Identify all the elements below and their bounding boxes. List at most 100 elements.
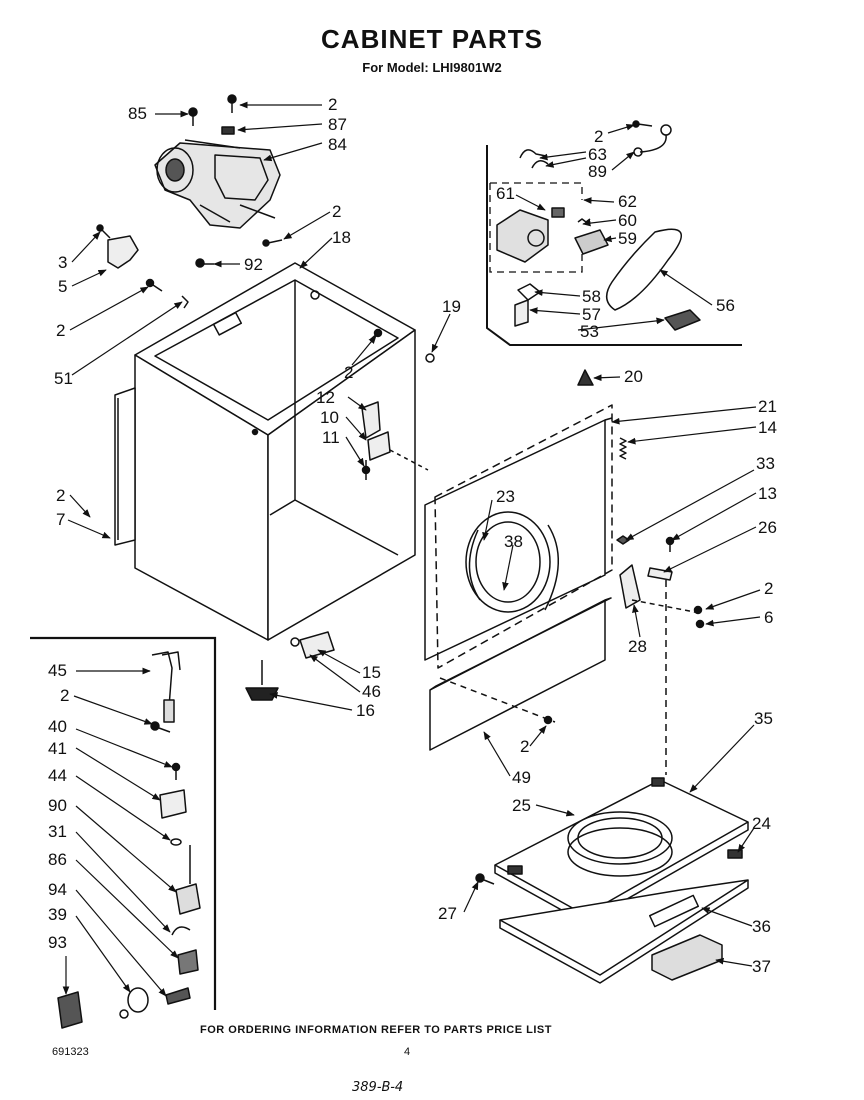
callout-19: 19 — [442, 297, 461, 316]
door-panel-49 — [429, 597, 612, 751]
callout-28: 28 — [628, 637, 647, 656]
callout-62: 62 — [618, 192, 637, 211]
callout-39: 39 — [48, 905, 67, 924]
spring-14 — [619, 437, 627, 460]
callout-35: 35 — [754, 709, 773, 728]
tray-36 — [499, 879, 749, 984]
callout-93: 93 — [48, 933, 67, 952]
terminal-89 — [633, 124, 672, 157]
bolt-92 — [195, 258, 214, 268]
bracket-41 — [159, 789, 187, 819]
callout-2: 2 — [60, 686, 70, 705]
page-number: 4 — [404, 1046, 411, 1058]
callout-10: 10 — [320, 408, 339, 427]
callout-90: 90 — [48, 796, 67, 815]
drawing-parts — [57, 94, 749, 1029]
screw-40 — [171, 762, 181, 780]
callout-16: 16 — [356, 701, 375, 720]
callout-87: 87 — [328, 115, 347, 134]
callout-3: 3 — [58, 253, 68, 272]
screw-2-top — [227, 94, 237, 113]
callout-2: 2 — [328, 95, 338, 114]
callout-2: 2 — [520, 737, 530, 756]
sleeve-59 — [574, 229, 609, 255]
callout-60: 60 — [618, 211, 637, 230]
clip-51 — [181, 295, 189, 309]
callout-49: 49 — [512, 768, 531, 787]
callout-15: 15 — [362, 663, 381, 682]
handle-37 — [651, 934, 723, 981]
callout-86: 86 — [48, 850, 67, 869]
callout-23: 23 — [496, 487, 515, 506]
callout-20: 20 — [624, 367, 643, 386]
callout-27: 27 — [438, 904, 457, 923]
model-subtitle: For Model: LHI9801W2 — [362, 60, 502, 75]
bracket-58-57 — [514, 283, 541, 327]
callout-11: 11 — [322, 428, 340, 447]
callout-5: 5 — [58, 277, 68, 296]
callout-2: 2 — [594, 127, 604, 146]
callout-41: 41 — [48, 739, 67, 758]
page-title: CABINET PARTS — [321, 24, 543, 54]
callout-40: 40 — [48, 717, 67, 736]
spring-60 — [577, 218, 591, 223]
callout-21: 21 — [758, 397, 777, 416]
handwritten-note: 389-B-4 — [352, 1080, 404, 1095]
clips-63 — [519, 149, 549, 169]
washer-44 — [170, 838, 182, 846]
blower-motor-assembly — [154, 139, 281, 229]
callout-59: 59 — [618, 229, 637, 248]
hose-45 — [151, 651, 181, 723]
bracket-5 — [96, 224, 139, 269]
callout-33: 33 — [756, 454, 775, 473]
leveling-leg-16 — [245, 660, 279, 701]
leader-lines — [62, 101, 761, 997]
screw-2-left — [145, 278, 163, 292]
motor-61 — [496, 207, 565, 263]
callout-58: 58 — [582, 287, 601, 306]
base-35 — [494, 777, 749, 924]
screw-85 — [188, 107, 198, 126]
switch-86 — [177, 949, 199, 975]
callout-24: 24 — [752, 814, 771, 833]
screw-2-bracket — [693, 605, 703, 615]
callout-38: 38 — [504, 532, 523, 551]
bracket-cluster — [361, 401, 429, 480]
callout-57: 57 — [582, 305, 601, 324]
callout-44: 44 — [48, 766, 67, 785]
screw-2-inset-left — [150, 721, 171, 733]
callout-6: 6 — [764, 608, 774, 627]
clip-87 — [221, 126, 235, 135]
screw-27 — [475, 873, 495, 885]
inset-box-top-right — [486, 145, 742, 346]
grommet-19 — [425, 353, 435, 363]
callout-2: 2 — [764, 579, 774, 598]
knob-20 — [577, 369, 594, 386]
part-94 — [165, 987, 191, 1005]
callout-36: 36 — [752, 917, 771, 936]
screw-2-motor — [262, 239, 283, 247]
screw-6 — [695, 619, 705, 629]
callout-56: 56 — [716, 296, 735, 315]
callout-94: 94 — [48, 880, 67, 899]
callout-18: 18 — [332, 228, 351, 247]
callout-2: 2 — [344, 363, 354, 382]
callout-2: 2 — [332, 202, 342, 221]
switch-15 — [290, 631, 335, 659]
catalog-number: 691323 — [52, 1046, 89, 1058]
callout-2: 2 — [56, 486, 66, 505]
callout-13: 13 — [758, 484, 777, 503]
callout-85: 85 — [128, 104, 147, 123]
housing-90 — [175, 845, 201, 915]
callout-26: 26 — [758, 518, 777, 537]
callout-51: 51 — [54, 369, 73, 388]
cable-56 — [606, 228, 682, 311]
block-93 — [57, 991, 83, 1029]
callout-14: 14 — [758, 418, 777, 437]
callout-37: 37 — [752, 957, 771, 976]
screw-2-inset — [632, 120, 653, 128]
callout-25: 25 — [512, 796, 531, 815]
inset-box-bottom-left — [30, 636, 217, 1010]
